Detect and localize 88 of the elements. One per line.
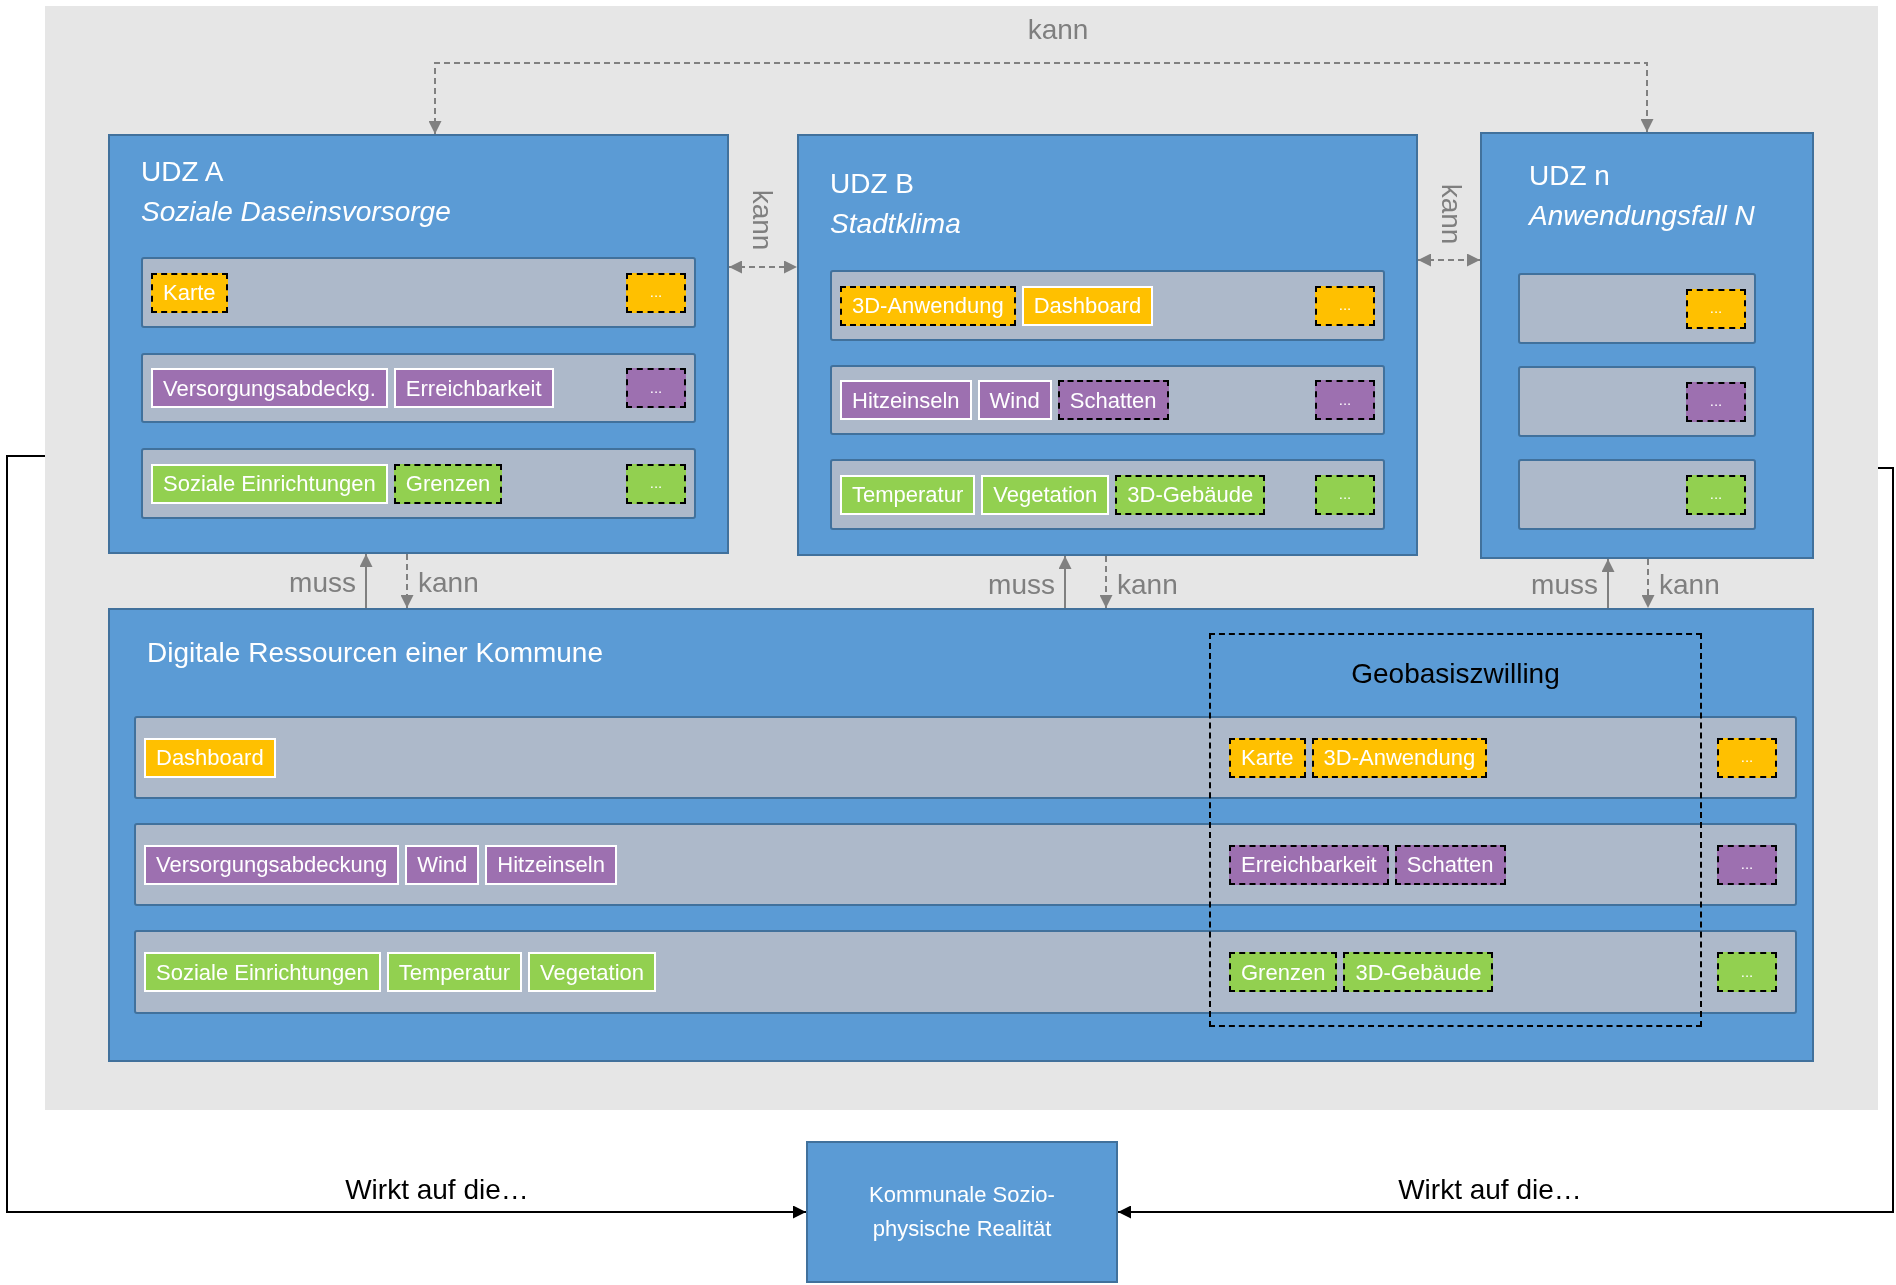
edge-label: Wirkt auf die…: [1398, 1174, 1582, 1206]
data-tag: Versorgungsabdeckung: [144, 844, 400, 885]
data-tag: Soziale Einrichtungen: [144, 952, 381, 992]
dashed-arrow: [400, 553, 414, 609]
edge-label: kann: [1117, 569, 1178, 601]
layer-bar: [134, 823, 1797, 906]
layer-bar: [830, 270, 1385, 341]
dashed-arrow: [1099, 555, 1113, 609]
data-tag: ...: [1717, 952, 1777, 992]
edge-label: kann: [746, 189, 778, 251]
dashed-arrow: [1641, 558, 1655, 609]
edge-label: kann: [1435, 183, 1467, 245]
data-tag: Temperatur: [386, 952, 523, 992]
data-tag: Grenzen: [393, 463, 503, 504]
data-tag: 3D-Gebäude: [1343, 952, 1494, 992]
data-tag: Erreichbarkeit: [1229, 844, 1389, 885]
edge-label: kann: [1027, 14, 1089, 46]
layer-bar: [134, 930, 1797, 1014]
layer-bar: [141, 448, 696, 519]
dashed-arrow: [1417, 253, 1481, 267]
card-title: UDZ A: [141, 155, 224, 189]
edge-label: muss: [988, 569, 1055, 601]
data-tag: Temperatur: [840, 474, 976, 515]
data-tag: Dashboard: [1021, 285, 1154, 326]
data-tag: 3D-Anwendung: [840, 285, 1016, 326]
layer-bar: [1518, 366, 1756, 437]
data-tag: ...: [1717, 737, 1777, 778]
layer-bar: [141, 353, 696, 423]
data-tag: Hitzeinseln: [485, 844, 617, 885]
edge-label: muss: [289, 567, 356, 599]
data-tag: Grenzen: [1229, 952, 1338, 992]
twin-card: [108, 134, 729, 554]
data-tag: ...: [1686, 381, 1746, 422]
card-title: UDZ B: [830, 167, 914, 201]
box-label: Kommunale Sozio-physische Realität: [868, 1181, 1056, 1243]
data-tag: ...: [626, 272, 686, 313]
data-tag: ...: [1717, 844, 1777, 885]
panel-title: Digitale Ressourcen einer Kommune: [147, 637, 603, 668]
layer-bar: [1518, 459, 1756, 530]
arrow: [1601, 558, 1615, 609]
edge-label: muss: [1531, 569, 1598, 601]
data-tag: 3D-Gebäude: [1115, 474, 1266, 515]
data-tag: ...: [1686, 474, 1746, 515]
data-tag: Hitzeinseln: [840, 380, 972, 420]
dashed-group-frame: [1209, 633, 1702, 1027]
edge-label: kann: [1659, 569, 1720, 601]
edge-label: kann: [418, 567, 479, 599]
dashed-arrow: [728, 260, 798, 274]
data-tag: Versorgungsabdeckg.: [151, 368, 388, 408]
dashed-arrow: [428, 62, 1654, 135]
arrow: [6, 455, 807, 1219]
arrow: [359, 553, 373, 609]
data-tag: ...: [626, 368, 686, 408]
data-tag: ...: [1315, 285, 1375, 326]
card-subtitle: Anwendungsfall N: [1529, 199, 1755, 233]
arrow: [1058, 555, 1072, 609]
data-tag: Wind: [977, 380, 1052, 420]
resources-panel: [108, 608, 1814, 1062]
data-tag: Dashboard: [144, 737, 276, 778]
data-tag: Vegetation: [528, 952, 657, 992]
reality-box: [806, 1141, 1118, 1283]
background-panel: [45, 6, 1878, 1110]
data-tag: Schatten: [1394, 844, 1506, 885]
data-tag: Karte: [1229, 737, 1306, 778]
group-title: Geobasiszwilling: [1351, 657, 1560, 691]
data-tag: Karte: [151, 272, 228, 313]
data-tag: Vegetation: [981, 474, 1110, 515]
edge-label: Wirkt auf die…: [345, 1174, 529, 1206]
data-tag: Erreichbarkeit: [393, 368, 554, 408]
twin-card: [1480, 132, 1814, 559]
card-title: UDZ n: [1529, 159, 1610, 193]
data-tag: Soziale Einrichtungen: [151, 463, 388, 504]
layer-bar: [141, 257, 696, 328]
card-subtitle: Soziale Daseinsvorsorge: [141, 195, 451, 229]
card-subtitle: Stadtklima: [830, 207, 961, 241]
twin-card: [797, 134, 1418, 556]
data-tag: ...: [1686, 288, 1746, 329]
data-tag: ...: [626, 463, 686, 504]
layer-bar: [134, 716, 1797, 799]
data-tag: Wind: [405, 844, 480, 885]
layer-bar: [830, 459, 1385, 530]
data-tag: 3D-Anwendung: [1311, 737, 1488, 778]
data-tag: Schatten: [1057, 380, 1169, 420]
arrow: [1117, 467, 1894, 1219]
layer-bar: [830, 365, 1385, 435]
data-tag: ...: [1315, 380, 1375, 420]
data-tag: ...: [1315, 474, 1375, 515]
layer-bar: [1518, 273, 1756, 344]
